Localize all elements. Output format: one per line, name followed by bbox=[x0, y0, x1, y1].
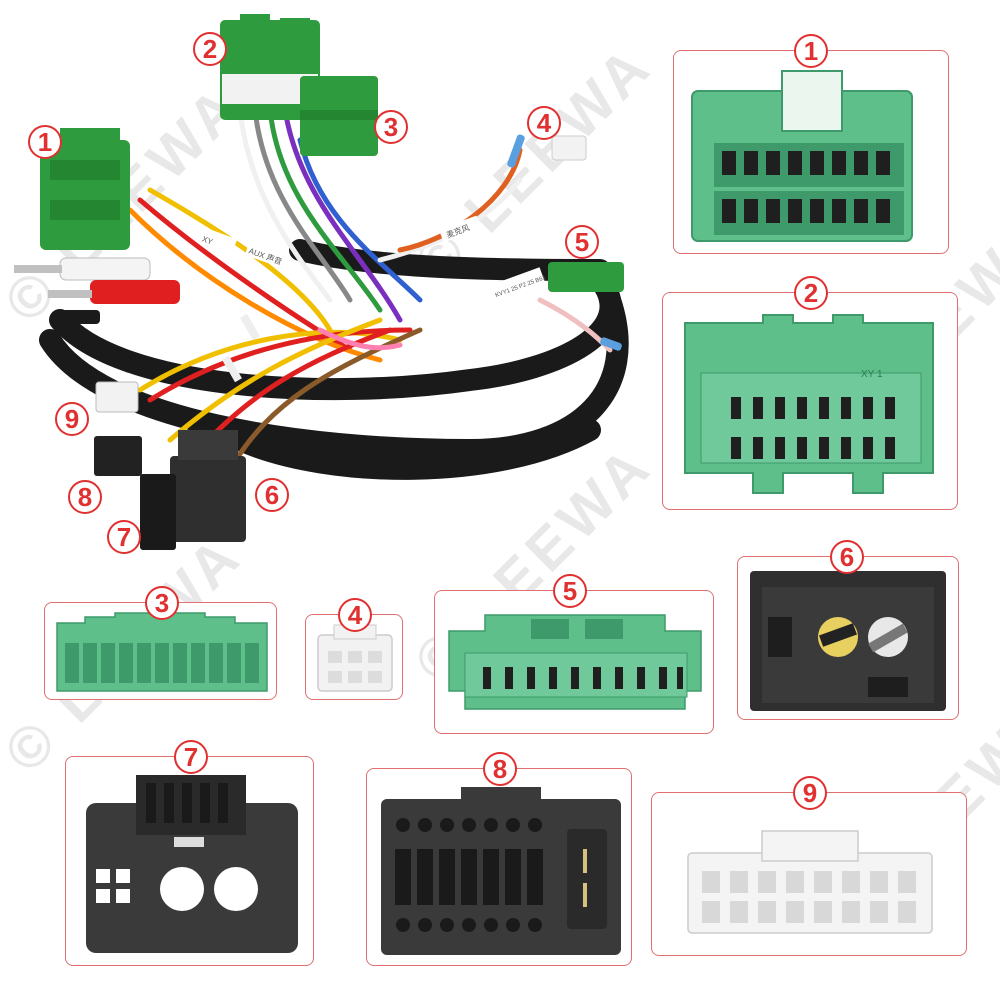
connector-4-drawing bbox=[317, 624, 393, 692]
detail-panel-3: 3 bbox=[44, 586, 277, 700]
callout-badge: 3 bbox=[145, 586, 179, 620]
connector-2-label: XY 1 bbox=[861, 369, 883, 380]
callout-badge: 9 bbox=[793, 776, 827, 810]
detail-panel-2: XY 1 2 bbox=[662, 276, 958, 510]
detail-panel-5: 5 bbox=[434, 574, 714, 734]
callout-badge: 1 bbox=[28, 125, 62, 159]
callout-badge: 1 bbox=[794, 34, 828, 68]
callout-badge: 5 bbox=[553, 574, 587, 608]
harness-connector-3 bbox=[300, 76, 378, 156]
harness-photo: XY AUX 声音 麦克风 KVY1 25 P2 25 B61 1 2 3 4 … bbox=[0, 0, 660, 580]
callout-badge: 4 bbox=[338, 598, 372, 632]
detail-panel-1: 1 bbox=[673, 34, 949, 254]
rca-plugs bbox=[14, 257, 180, 324]
harness-connector-1 bbox=[40, 128, 130, 250]
connector-9-drawing bbox=[687, 830, 933, 934]
callout-badge: 6 bbox=[255, 478, 289, 512]
connector-7-drawing bbox=[86, 775, 298, 953]
harness-connectors-bottom bbox=[94, 381, 246, 550]
callout-badge: 8 bbox=[483, 752, 517, 786]
callout-badge: 5 bbox=[565, 225, 599, 259]
callout-badge: 7 bbox=[107, 520, 141, 554]
callout-badge: 9 bbox=[55, 402, 89, 436]
harness-drawing bbox=[14, 14, 629, 550]
harness-connector-4 bbox=[507, 134, 587, 168]
connector-1-drawing bbox=[691, 70, 913, 242]
connector-6-drawing bbox=[750, 571, 946, 711]
connector-8-drawing bbox=[381, 787, 621, 955]
callout-badge: 7 bbox=[174, 740, 208, 774]
detail-panel-8: 8 bbox=[366, 752, 632, 966]
detail-panel-7: 7 bbox=[65, 740, 314, 966]
callout-badge: 4 bbox=[527, 106, 561, 140]
connector-3-drawing bbox=[56, 612, 268, 692]
connector-2-drawing bbox=[684, 314, 934, 494]
detail-panel-6: 6 bbox=[737, 540, 959, 720]
callout-badge: 6 bbox=[830, 540, 864, 574]
callout-badge: 2 bbox=[193, 32, 227, 66]
harness-connector-5 bbox=[548, 262, 624, 351]
connector-5-drawing bbox=[448, 614, 702, 710]
detail-panel-4: 4 bbox=[305, 598, 403, 700]
detail-panel-9: 9 bbox=[651, 776, 967, 956]
callout-badge: 2 bbox=[794, 276, 828, 310]
callout-badge: 8 bbox=[68, 480, 102, 514]
callout-badge: 3 bbox=[374, 110, 408, 144]
